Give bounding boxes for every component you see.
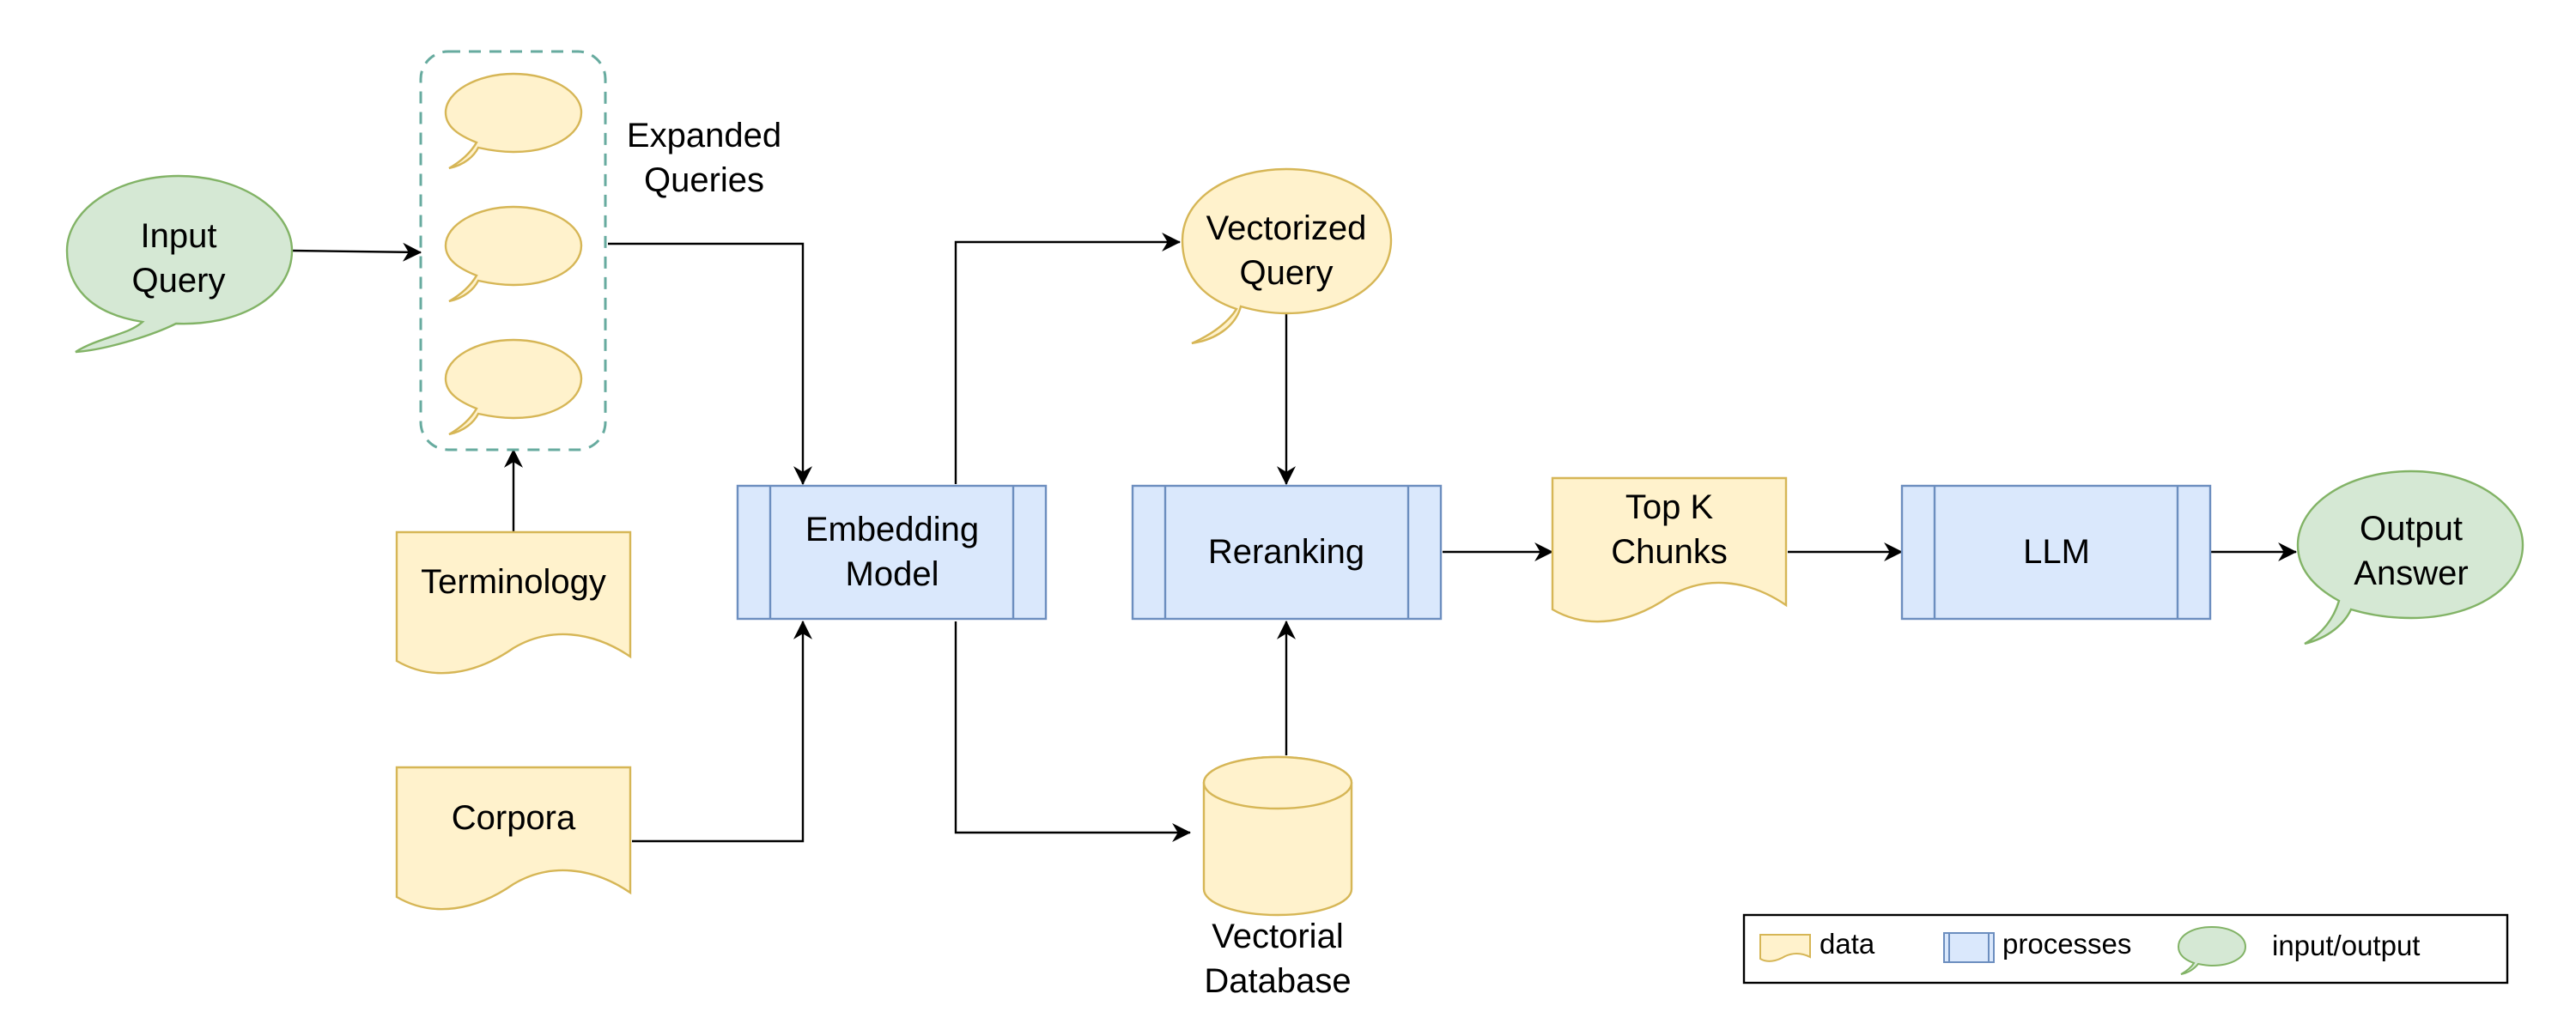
output-answer-node: Output Answer <box>2296 470 2524 645</box>
input-query-line2: Query <box>132 262 226 300</box>
embedding-model-line2: Model <box>846 555 939 593</box>
input-query-node: Input Query <box>65 174 294 354</box>
vectorized-query-line1: Vectorized <box>1206 209 1367 247</box>
speech-bubble-shape <box>1181 167 1393 345</box>
speech-bubble-shape <box>65 174 294 354</box>
corpora-label: Corpora <box>452 799 576 837</box>
process-shape <box>736 484 1048 621</box>
input-query-line1: Input <box>141 217 217 255</box>
output-answer-line2: Answer <box>2354 554 2468 592</box>
process-shape <box>1900 484 2212 621</box>
document-shape <box>395 530 632 675</box>
edges <box>291 233 2298 843</box>
top-k-chunks-node: Top K Chunks <box>1551 476 1788 623</box>
edge-corpora-to-embedding <box>632 620 812 843</box>
legend-item-data: data <box>1759 928 1875 962</box>
llm-node: LLM <box>1900 484 2212 621</box>
llm-label: LLM <box>2023 533 2090 571</box>
vectorized-query-line2: Query <box>1240 254 1334 292</box>
speech-bubble-shape <box>2296 470 2524 645</box>
legend-item-processes: processes <box>1943 928 2131 963</box>
top-k-chunks-line1: Top K <box>1625 488 1714 526</box>
expanded-query-bubble <box>444 205 583 303</box>
edge-embedding-to-database <box>954 621 1192 842</box>
terminology-label: Terminology <box>421 563 606 601</box>
embedding-model-node: Embedding Model <box>736 484 1048 621</box>
legend-input-output-label: input/output <box>2272 930 2420 961</box>
corpora-node: Corpora <box>395 766 632 911</box>
document-shape <box>395 766 632 911</box>
top-k-chunks-line2: Chunks <box>1611 533 1728 571</box>
speech-bubble-shape <box>444 72 583 170</box>
expanded-queries-group: Expanded Queries <box>419 50 781 451</box>
expanded-query-bubble <box>444 72 583 170</box>
document-shape <box>1551 476 1788 623</box>
legend-processes-label: processes <box>2002 928 2131 960</box>
reranking-node: Reranking <box>1131 484 1443 621</box>
vectorial-database-node: Vectorial Database <box>1202 755 1353 1000</box>
legend: data processes input/output <box>1742 913 2509 985</box>
speech-bubble-shape <box>444 338 583 436</box>
vectorial-database-line1: Vectorial <box>1212 918 1343 955</box>
expanded-queries-container <box>419 50 607 451</box>
legend-io-icon <box>2177 925 2247 975</box>
cylinder-top <box>1202 755 1353 810</box>
edge-input-to-expanded <box>291 242 422 262</box>
output-answer-line1: Output <box>2360 510 2463 548</box>
reranking-label: Reranking <box>1208 533 1364 571</box>
edge-embedding-to-vectorized <box>954 233 1182 484</box>
expanded-queries-label-line2: Queries <box>644 161 764 199</box>
vectorized-query-node: Vectorized Query <box>1181 167 1393 345</box>
process-shape <box>1131 484 1443 621</box>
legend-box <box>1742 913 2509 985</box>
expanded-query-bubble <box>444 338 583 436</box>
legend-data-label: data <box>1820 928 1875 960</box>
legend-process-icon <box>1943 932 1995 963</box>
embedding-model-line1: Embedding <box>805 511 979 548</box>
edge-expanded-to-embedding <box>608 242 812 486</box>
legend-item-input-output: input/output <box>2177 925 2420 975</box>
legend-data-icon <box>1759 934 1811 962</box>
expanded-queries-label-line1: Expanded <box>627 117 781 154</box>
vectorial-database-line2: Database <box>1204 962 1351 1000</box>
speech-bubble-shape <box>444 205 583 303</box>
terminology-node: Terminology <box>395 530 632 675</box>
